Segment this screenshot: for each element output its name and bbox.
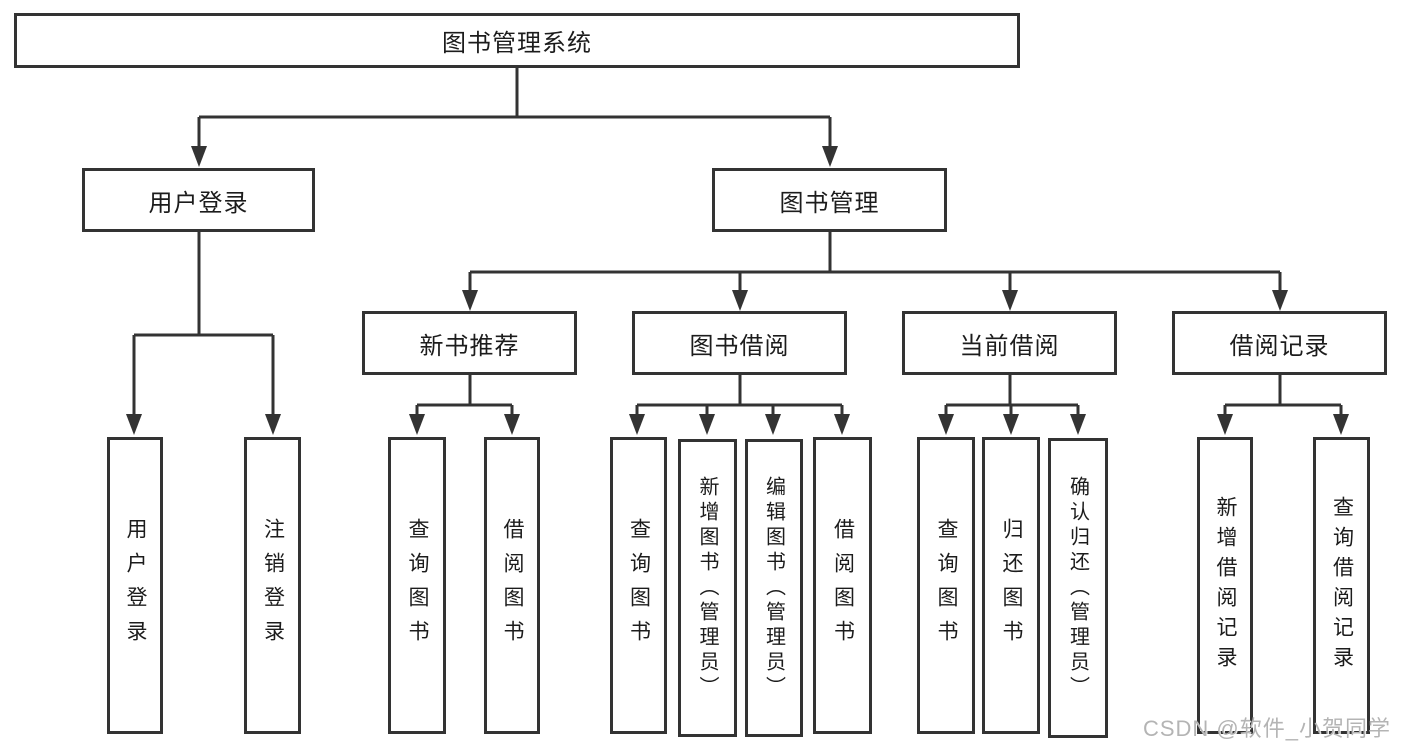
node-book-borrow-label: 图书借阅 [689,332,790,360]
leaf-current-query-book-label: 查询图书 [935,517,958,654]
leaf-current-query-book: 查询图书 [917,437,975,734]
leaf-borrow-book-label: 借阅图书 [831,517,855,654]
node-book-management-label: 图书管理 [779,189,880,217]
leaf-return-book-label: 归还图书 [1000,517,1023,654]
leaf-edit-book-admin-label: 编辑图书（管理员） [762,475,785,701]
node-current-borrow-label: 当前借阅 [959,332,1060,360]
leaf-logout-label: 注销登录 [261,517,285,654]
leaf-recommend-borrow-book: 借阅图书 [484,437,540,734]
node-current-borrow: 当前借阅 [902,311,1117,375]
leaf-recommend-borrow-book-label: 借阅图书 [501,517,524,654]
node-root-label: 图书管理系统 [442,30,592,57]
leaf-add-book-admin-label: 新增图书（管理员） [696,475,718,701]
node-new-book-recommend: 新书推荐 [362,311,577,375]
node-user-login-branch: 用户登录 [82,168,315,232]
node-borrow-record: 借阅记录 [1172,311,1387,375]
leaf-confirm-return-admin-label: 确认归还（管理员） [1066,475,1089,701]
node-new-book-recommend-label: 新书推荐 [419,332,520,360]
leaf-borrow-query-book: 查询图书 [610,437,667,734]
leaf-logout: 注销登录 [244,437,301,734]
node-user-login-branch-label: 用户登录 [148,189,249,217]
leaf-borrow-query-book-label: 查询图书 [627,517,651,654]
node-borrow-record-label: 借阅记录 [1229,332,1330,360]
leaf-query-borrow-record: 查询借阅记录 [1313,437,1370,734]
leaf-recommend-query-book-label: 查询图书 [406,517,429,654]
node-book-management: 图书管理 [712,168,947,232]
leaf-user-login: 用户登录 [107,437,163,734]
leaf-user-login-label: 用户登录 [124,517,147,654]
leaf-return-book: 归还图书 [982,437,1040,734]
leaf-query-borrow-record-label: 查询借阅记录 [1330,495,1354,676]
leaf-add-borrow-record: 新增借阅记录 [1197,437,1253,734]
node-root-system: 图书管理系统 [14,13,1020,68]
leaf-borrow-book: 借阅图书 [813,437,872,734]
leaf-edit-book-admin: 编辑图书（管理员） [745,439,803,737]
leaf-add-borrow-record-label: 新增借阅记录 [1214,495,1237,676]
node-book-borrow: 图书借阅 [632,311,847,375]
leaf-add-book-admin: 新增图书（管理员） [678,439,737,737]
leaf-recommend-query-book: 查询图书 [388,437,446,734]
csdn-watermark: CSDN @软件_小贺同学 [1142,716,1391,741]
leaf-confirm-return-admin: 确认归还（管理员） [1048,438,1108,738]
